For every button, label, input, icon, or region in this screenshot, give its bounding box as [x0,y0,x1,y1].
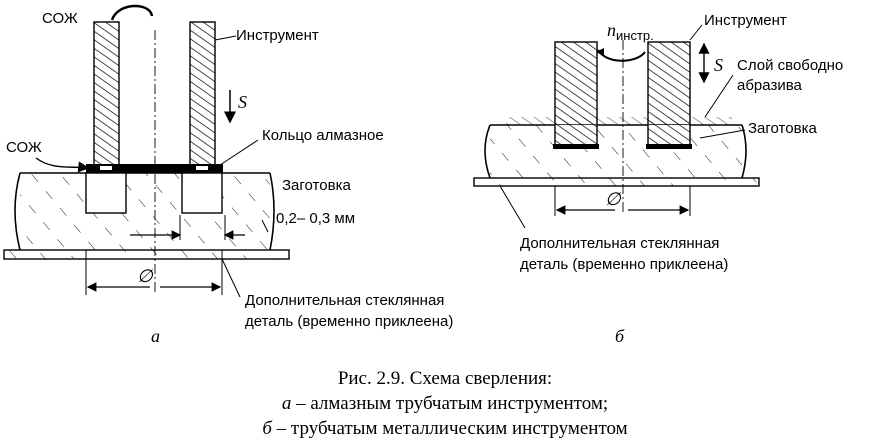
caption-line-a: а – алмазным трубчатым инструментом; [282,393,608,414]
figure-caption: Рис. 2.9. Схема сверления: а – алмазным … [262,368,627,439]
diameter-dimension-a [85,250,223,295]
abrasive-layer [506,117,732,125]
ring-label: Кольцо алмазное [262,127,384,144]
diamond-ring-a [86,164,223,173]
gap-dimension [130,215,269,240]
glass-plate-a [3,249,290,260]
figure-b-letter: б [615,326,625,346]
rotation-arrow-b [597,49,646,62]
rotation-label: nинстр. [607,20,654,43]
caption-title: Рис. 2.9. Схема сверления: [338,368,552,389]
diameter-label-a: ∅ [137,266,154,286]
glass-label-a-line2: деталь (временно приклеена) [245,313,453,330]
figure-b: nинстр. Инструмент S Слой свободно абраз… [473,12,843,346]
tool-label-a: Инструмент [236,27,319,44]
workpiece-label-b: Заготовка [748,120,817,137]
workpiece-b [484,124,747,179]
feed-label-b: S [714,55,723,75]
feed-label-a: S [238,92,247,112]
figure-a: СОЖ СОЖ Инструмент S Кольцо алмазное Заг… [3,4,453,346]
glass-label-b-line1: Дополнительная стеклянная [520,235,719,252]
diameter-label-b: ∅ [605,189,622,209]
workpiece-a [14,172,275,251]
coolant-arrow-top [110,4,154,21]
workpiece-label-a: Заготовка [282,177,351,194]
figure-a-letter: а [151,326,160,346]
glass-plate-b [473,177,760,187]
diameter-dimension-b [554,186,691,216]
glass-label-a-line1: Дополнительная стеклянная [245,292,444,309]
glass-label-b-line2: деталь (временно приклеена) [520,256,728,273]
abrasive-label-line2: абразива [737,77,803,94]
tool-label-b: Инструмент [704,12,787,29]
tool-a [93,21,216,166]
caption-line-b: б – трубчатым металлическим инструментом [262,418,627,439]
coolant-arrow-side [35,157,90,173]
gap-label: 0,2– 0,3 мм [276,210,355,227]
abrasive-label-line1: Слой свободно [737,57,843,74]
coolant-side-label: СОЖ [6,139,42,156]
tool-b [553,41,692,149]
coolant-top-label: СОЖ [42,10,78,27]
